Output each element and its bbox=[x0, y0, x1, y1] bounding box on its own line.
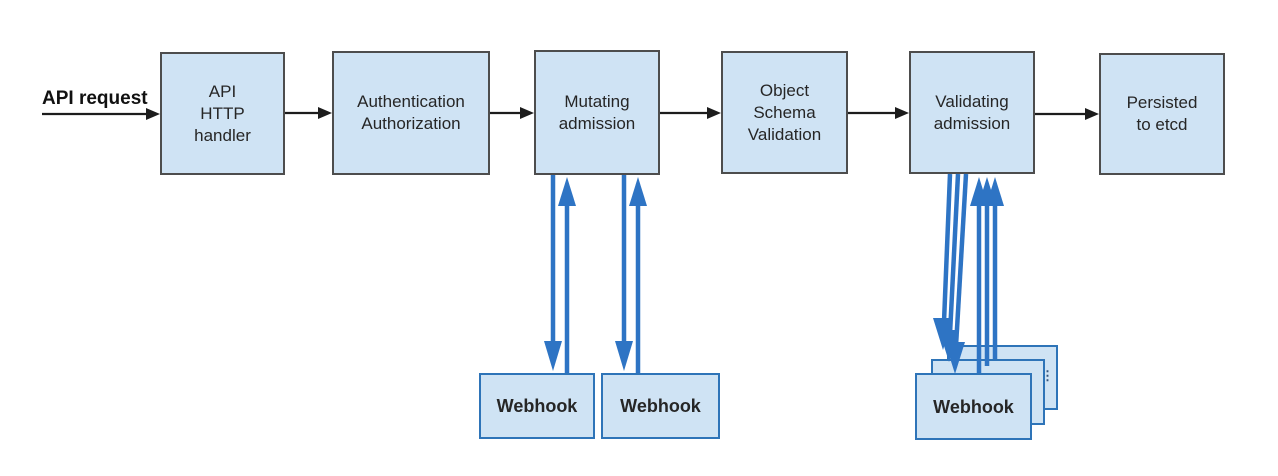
node-mutating-admission: Mutating admission bbox=[534, 50, 660, 175]
arrow-mutating-to-webhook2-down bbox=[615, 175, 633, 371]
arrow-webhooks-to-validating-up-1 bbox=[970, 177, 988, 373]
arrow-webhook1-to-mutating-up bbox=[558, 177, 576, 373]
node-object-schema-validation: Object Schema Validation bbox=[721, 51, 848, 174]
validating-webhook: Webhook bbox=[915, 373, 1032, 440]
arrow-validating-to-webhooks-down-2 bbox=[939, 173, 961, 362]
arrow-webhooks-to-validating-up-2 bbox=[978, 177, 996, 366]
node-authentication-authorization: Authentication Authorization bbox=[332, 51, 490, 175]
node-validating-admission: Validating admission bbox=[909, 51, 1035, 174]
arrow-mutating-to-webhook1-down bbox=[544, 175, 562, 371]
arrow-webhooks-to-validating-up-3 bbox=[986, 177, 1004, 359]
more-webhooks-ellipsis: ⋮ bbox=[1041, 368, 1054, 383]
api-request-label: API request bbox=[42, 88, 148, 109]
arrow-validating-to-etcd bbox=[1035, 108, 1099, 120]
node-persisted-to-etcd: Persisted to etcd bbox=[1099, 53, 1225, 175]
arrow-webhook2-to-mutating-up bbox=[629, 177, 647, 373]
arrow-authentication-to-mutating bbox=[490, 107, 534, 119]
mutating-webhook-1: Webhook bbox=[479, 373, 595, 439]
mutating-webhook-2: Webhook bbox=[601, 373, 720, 439]
arrow-validating-to-webhooks-down-3 bbox=[945, 173, 969, 374]
arrow-mutating-to-schema bbox=[660, 107, 721, 119]
arrow-validating-to-webhooks-down-1 bbox=[933, 173, 953, 350]
node-api-http-handler: API HTTP handler bbox=[160, 52, 285, 175]
arrow-handler-to-authentication bbox=[285, 107, 332, 119]
arrow-schema-to-validating bbox=[848, 107, 909, 119]
